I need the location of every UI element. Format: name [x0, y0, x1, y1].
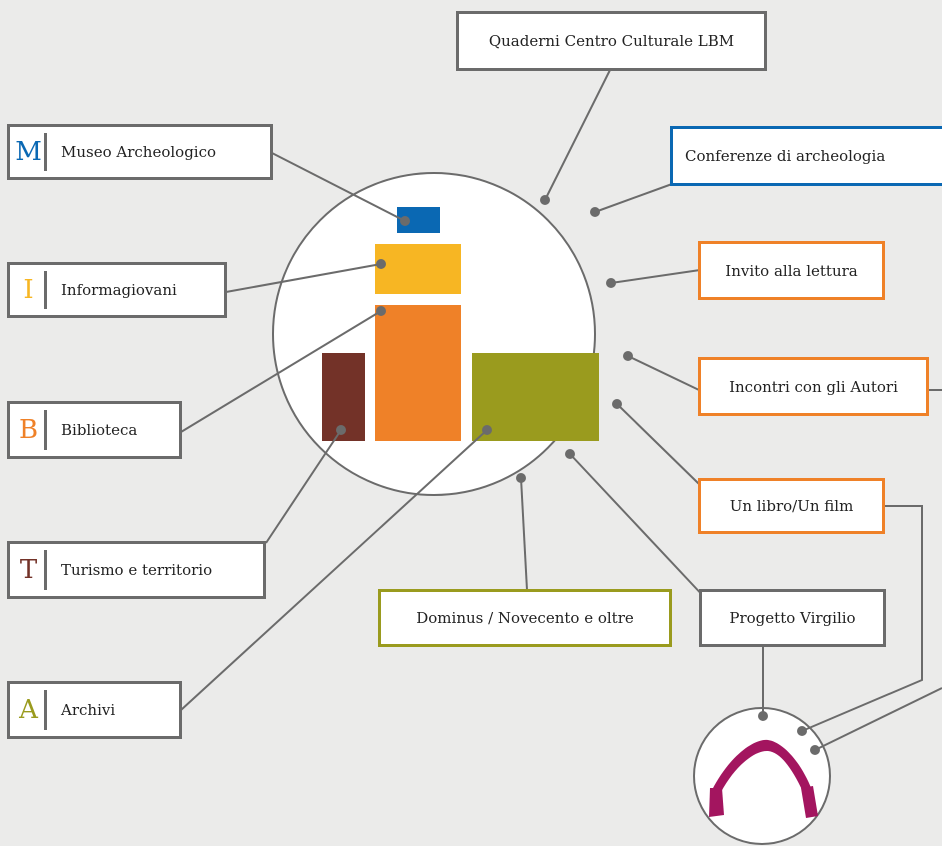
letter-t-icon: T	[10, 544, 47, 596]
service-archivi[interactable]: A Archivi	[7, 681, 182, 739]
project-label: Progetto Virgilio	[729, 609, 856, 627]
dot-museo	[400, 216, 410, 226]
line-museo	[271, 152, 406, 222]
dot-biblioteca	[376, 306, 386, 316]
line-informagiovani	[225, 263, 382, 293]
dot-invito	[606, 278, 616, 288]
dot-virgilio	[565, 449, 575, 459]
line-incontri	[627, 355, 700, 391]
bar-biblioteca	[375, 305, 461, 441]
project-label: Un libro/Un film	[729, 497, 854, 515]
project-virgilio[interactable]: Progetto Virgilio	[699, 589, 886, 647]
project-label: Dominus / Novecento e oltre	[416, 609, 634, 627]
service-label: Museo Archeologico	[61, 143, 217, 161]
line-libro-film	[616, 403, 700, 485]
letter-m-icon: M	[10, 127, 47, 177]
project-incontri-autori[interactable]: Incontri con gli Autori	[698, 357, 929, 416]
dot-logo-virgilio	[758, 711, 768, 721]
service-label: Archivi	[61, 701, 116, 719]
service-label: Informagiovani	[61, 281, 177, 299]
service-museo-archeologico[interactable]: M Museo Archeologico	[7, 124, 273, 180]
project-libro-film[interactable]: Un libro/Un film	[698, 478, 885, 534]
line-archivi	[180, 429, 488, 711]
project-label: Invito alla lettura	[725, 261, 858, 280]
dot-incontri	[623, 351, 633, 361]
project-quaderni[interactable]: Quaderni Centro Culturale LBM	[456, 11, 767, 71]
line-conferenze	[594, 183, 673, 213]
roof-logo-icon	[709, 739, 818, 818]
dot-logo-incontri	[810, 745, 820, 755]
service-turismo-territorio[interactable]: T Turismo e territorio	[7, 541, 266, 599]
letter-i-icon: I	[10, 265, 47, 315]
service-informagiovani[interactable]: I Informagiovani	[7, 262, 227, 318]
dot-logo-libro	[797, 726, 807, 736]
connector-dots	[336, 195, 820, 755]
line-turismo	[265, 429, 342, 544]
service-biblioteca[interactable]: B Biblioteca	[7, 401, 182, 459]
bar-archivi	[472, 353, 599, 441]
bar-informagiovani	[375, 244, 461, 294]
project-conferenze-archeologia[interactable]: Conferenze di archeologia	[670, 126, 942, 186]
dot-turismo	[336, 425, 346, 435]
dot-quaderni	[540, 195, 550, 205]
line-libro-film-logo	[801, 505, 923, 732]
line-invito	[610, 269, 701, 284]
service-label: Biblioteca	[61, 421, 138, 439]
letter-a-icon: A	[10, 684, 47, 736]
connector-lines	[180, 69, 942, 751]
line-dominus	[520, 477, 528, 591]
line-quaderni	[544, 69, 611, 201]
dot-libro-film	[612, 399, 622, 409]
project-label: Conferenze di archeologia	[685, 147, 886, 165]
letter-b-icon: B	[10, 404, 47, 456]
dot-conferenze	[590, 207, 600, 217]
project-label: Quaderni Centro Culturale LBM	[488, 32, 735, 50]
line-incontri-logo	[814, 687, 942, 751]
dot-dominus	[516, 473, 526, 483]
dot-archivi	[482, 425, 492, 435]
line-virgilio	[569, 453, 708, 601]
line-biblioteca	[180, 310, 382, 433]
service-label: Turismo e territorio	[61, 561, 213, 579]
project-invito-lettura[interactable]: Invito alla lettura	[698, 241, 885, 300]
dot-informagiovani	[376, 259, 386, 269]
project-label: Incontri con gli Autori	[729, 377, 898, 396]
project-dominus[interactable]: Dominus / Novecento e oltre	[378, 589, 672, 647]
